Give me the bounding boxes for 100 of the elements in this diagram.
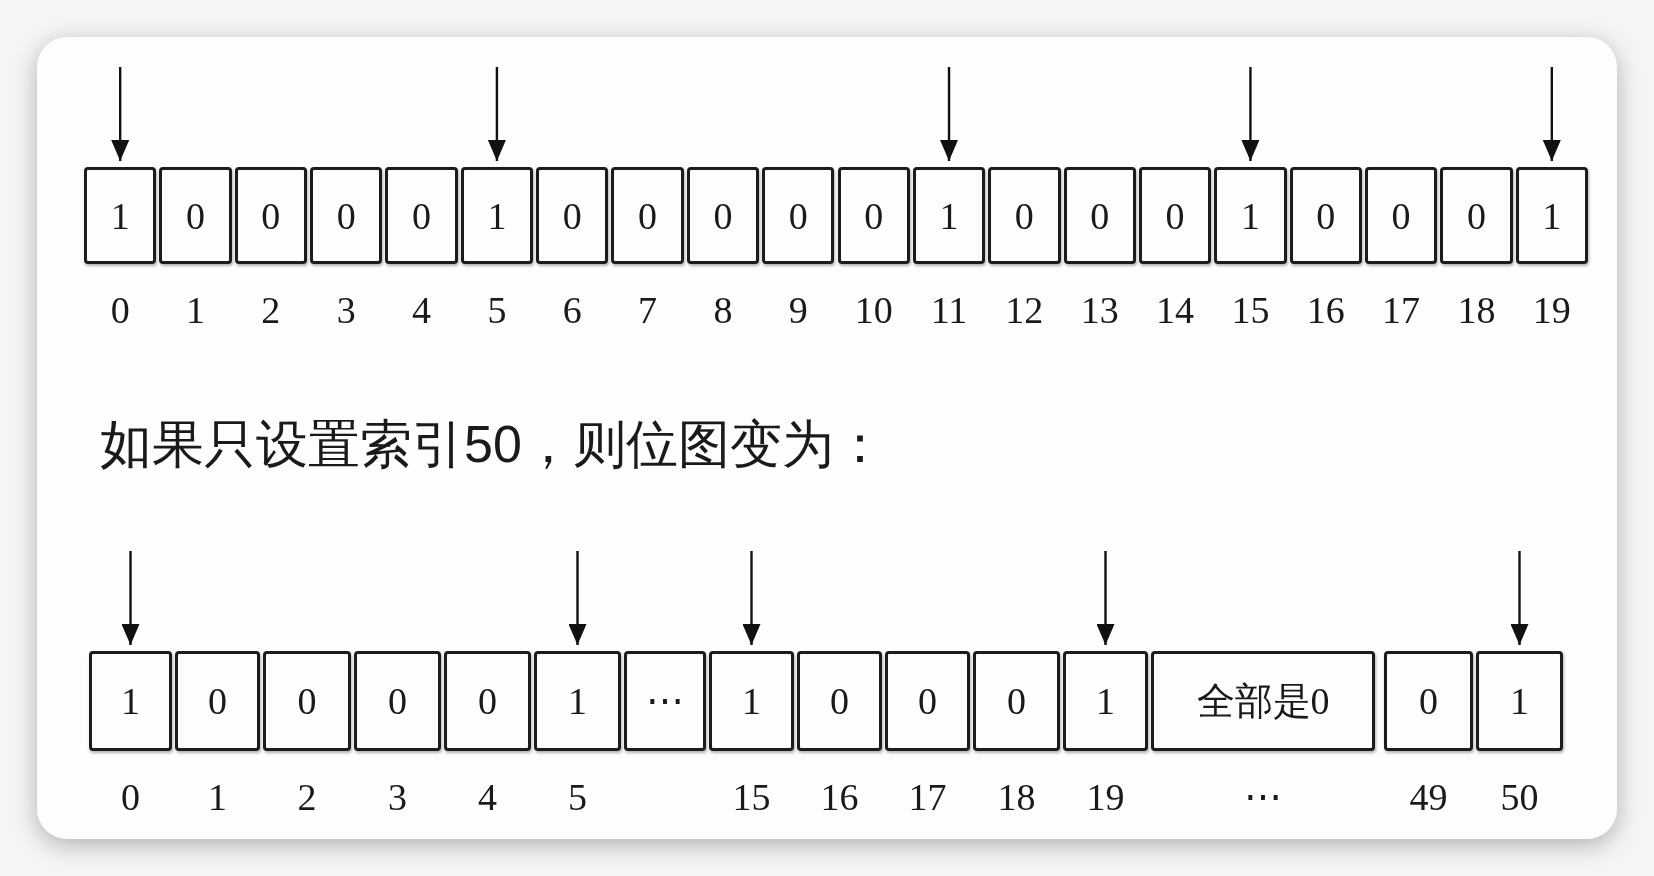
index-label: 4	[412, 291, 432, 329]
bit-cell	[912, 167, 986, 264]
pointer-arrow	[487, 67, 506, 161]
bit-value: 0	[1090, 196, 1110, 235]
bit-value: 1	[1240, 196, 1260, 235]
index-label: 9	[788, 291, 808, 329]
bit-cell	[762, 167, 835, 264]
description-text: 如果只设置索引50，则位图变为：	[100, 418, 886, 470]
bit-value: 0	[336, 196, 356, 235]
index-label: 12	[1005, 291, 1044, 329]
index-label: 18	[997, 778, 1036, 816]
index-label: 49	[1409, 778, 1448, 816]
bit-cell	[159, 167, 232, 264]
bit-value: 0	[562, 196, 582, 235]
bit-cell	[84, 167, 157, 264]
index-label: 50	[1500, 778, 1539, 816]
index-label: 16	[1306, 291, 1345, 329]
bit-cell	[624, 651, 706, 751]
pointer-arrow	[1542, 67, 1561, 161]
bit-value: 0	[788, 196, 808, 235]
bit-value: 1	[1510, 682, 1529, 720]
bit-cell	[611, 167, 684, 264]
pointer-arrow	[121, 551, 140, 645]
bit-cell	[89, 651, 172, 751]
bit-value: 0	[261, 196, 281, 235]
bit-cell	[797, 651, 882, 751]
bit-cell	[1151, 651, 1375, 751]
index-label: 1	[208, 778, 227, 816]
bit-value: 1	[1096, 682, 1115, 720]
bit-cell	[534, 651, 621, 751]
bit-value: 1	[1542, 196, 1562, 235]
index-label: ⋯	[1244, 778, 1282, 816]
bit-value: 0	[864, 196, 884, 235]
bit-cell	[536, 167, 609, 264]
index-label: 15	[1231, 291, 1270, 329]
bit-value: 全部是0	[1196, 682, 1330, 720]
bit-value: 1	[742, 682, 761, 720]
bit-value: ⋯	[646, 682, 684, 720]
bit-value: 0	[1419, 682, 1438, 720]
bit-cell	[1214, 167, 1287, 264]
index-label: 8	[713, 291, 733, 329]
pointer-arrow	[1096, 551, 1115, 645]
bit-cell	[1138, 167, 1212, 264]
index-label: 7	[638, 291, 658, 329]
index-label: 14	[1156, 291, 1195, 329]
pointer-arrow	[1510, 551, 1529, 645]
index-label: 11	[930, 291, 968, 329]
index-label: 2	[297, 778, 317, 816]
bit-value: 0	[713, 196, 733, 235]
bit-cell	[973, 651, 1060, 751]
bit-cell	[686, 167, 760, 264]
bit-value: 0	[1466, 196, 1486, 235]
bit-value: 1	[939, 196, 959, 235]
index-label: 5	[568, 778, 587, 816]
bit-cell	[310, 167, 383, 264]
bit-value: 0	[1165, 196, 1185, 235]
bit-value: 1	[121, 682, 140, 720]
bit-value: 0	[388, 682, 407, 720]
bit-value: 1	[568, 682, 587, 720]
index-label: 13	[1080, 291, 1119, 329]
bit-value: 0	[1007, 682, 1026, 720]
index-label: 17	[1382, 291, 1421, 329]
index-label: 19	[1086, 778, 1125, 816]
bit-value: 1	[487, 196, 507, 235]
index-label: 4	[478, 778, 497, 816]
bit-cell	[885, 651, 970, 751]
bit-cell	[1440, 167, 1513, 264]
bit-cell	[1364, 167, 1438, 264]
index-label: 0	[110, 291, 130, 329]
bit-value: 0	[1014, 196, 1034, 235]
bit-cell	[385, 167, 458, 264]
bit-value: 0	[1316, 196, 1336, 235]
bit-cell	[1476, 651, 1563, 751]
index-label: 3	[388, 778, 407, 816]
index-label: 15	[732, 778, 771, 816]
index-label: 18	[1457, 291, 1496, 329]
bit-cell	[1063, 651, 1148, 751]
bit-cell	[1384, 651, 1473, 751]
bit-cell	[1289, 167, 1362, 264]
index-label: 17	[908, 778, 947, 816]
bit-value: 0	[297, 682, 317, 720]
index-label: 6	[562, 291, 582, 329]
bit-value: 0	[638, 196, 658, 235]
bit-cell	[175, 651, 260, 751]
bit-value: 0	[208, 682, 227, 720]
bit-cell	[1515, 167, 1588, 264]
index-label: 10	[854, 291, 893, 329]
index-label: 2	[261, 291, 281, 329]
pointer-arrow	[568, 551, 587, 645]
bit-cell	[837, 167, 910, 264]
index-label: 16	[820, 778, 859, 816]
index-label: 1	[186, 291, 205, 329]
bit-value: 0	[186, 196, 205, 235]
bit-cell	[709, 651, 794, 751]
index-label: 3	[336, 291, 356, 329]
pointer-arrow	[742, 551, 761, 645]
index-label: 19	[1532, 291, 1571, 329]
bit-value: 0	[918, 682, 937, 720]
bit-cell	[460, 167, 534, 264]
bit-cell	[234, 167, 308, 264]
